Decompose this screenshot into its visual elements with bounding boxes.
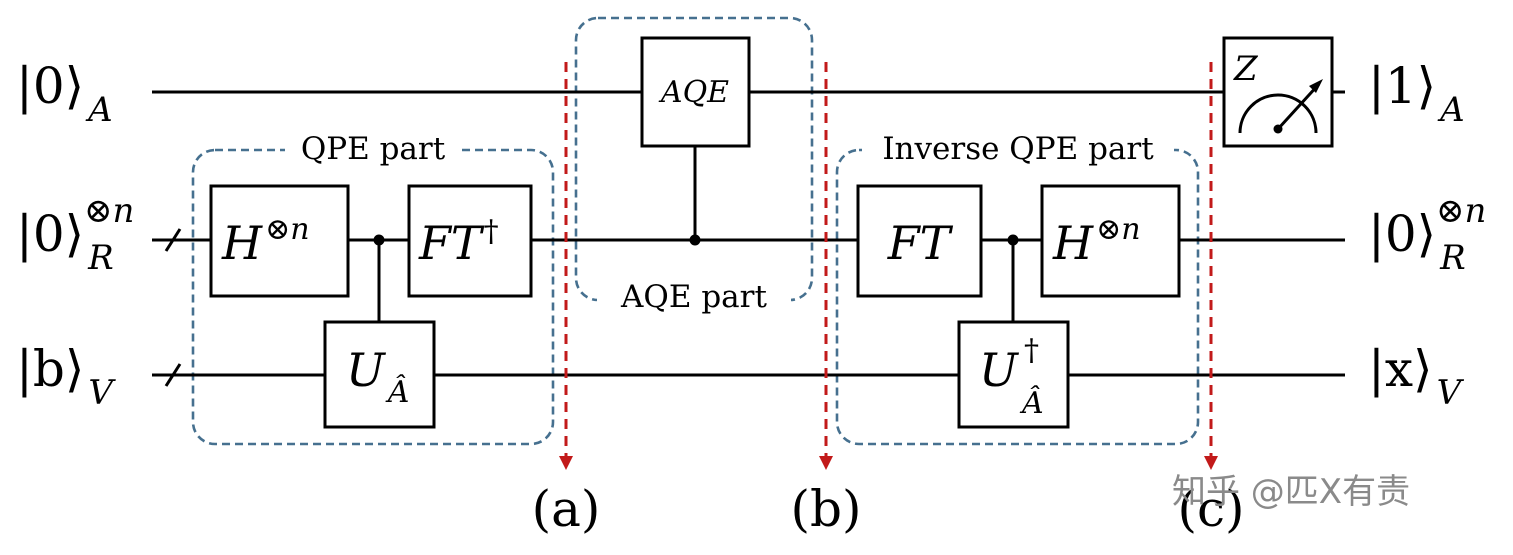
unitary-dagger-label: U	[979, 343, 1020, 397]
output-state-vector: |x⟩V	[1368, 340, 1465, 413]
output-state-register: |0⟩R	[1368, 205, 1466, 278]
input-state-vector: |b⟩V	[16, 340, 116, 413]
barrier-a-label: (a)	[532, 480, 601, 538]
inverse-qpe-label-bg	[862, 130, 1174, 166]
hadamard-in-label: H⊗n	[221, 212, 310, 270]
watermark: 知乎 @匹X有责	[1172, 472, 1410, 512]
meter-arc-icon	[1238, 93, 1318, 134]
meter-pivot-icon	[1273, 124, 1283, 134]
unitary-gate	[323, 320, 436, 429]
input-state-ancilla: |0⟩A	[16, 57, 113, 130]
qpe-group-label: QPE part	[301, 131, 446, 167]
output-state-ancilla: |1⟩A	[1368, 57, 1465, 130]
ft-label: FT	[887, 216, 954, 270]
input-state-register: |0⟩R	[16, 205, 114, 278]
barrier-b-arrowhead	[819, 456, 833, 470]
aqe-label-bg	[597, 278, 791, 316]
aqe-group-label: AQE part	[620, 279, 767, 315]
aqe-gate	[640, 36, 751, 148]
meter-arrowhead-icon	[1309, 79, 1323, 93]
hadamard-in-gate	[209, 184, 350, 298]
barrier-c-label: (c)	[1177, 480, 1244, 538]
aqe-group-border	[574, 16, 814, 302]
qpe-control-dot	[373, 234, 385, 246]
output-state-register-power: ⊗n	[1436, 191, 1486, 231]
inverse-qpe-control-dot	[1007, 234, 1019, 246]
input-state-register-power: ⊗n	[84, 191, 134, 231]
barrier-c-arrowhead	[1204, 456, 1218, 470]
inverse-qpe-group-label: Inverse QPE part	[882, 131, 1154, 167]
barrier-b-label: (b)	[790, 480, 861, 538]
unitary-dagger-gate	[957, 320, 1070, 429]
aqe-label: AQE	[658, 75, 729, 110]
qpe-label-bg	[285, 130, 461, 166]
aqe-control-dot	[689, 234, 701, 246]
register-slash	[164, 228, 182, 252]
ft-dagger-gate	[407, 184, 533, 298]
meter-needle-icon	[1276, 82, 1321, 131]
barrier-a-arrowhead	[559, 456, 573, 470]
ft-gate	[856, 184, 983, 298]
unitary-dagger-sup: †	[1024, 333, 1039, 368]
unitary-dagger-sub: Â	[1019, 385, 1044, 421]
measure-basis-label: Z	[1233, 49, 1259, 89]
hadamard-out-label: H⊗n	[1052, 212, 1141, 270]
hadamard-out-gate	[1040, 184, 1181, 298]
ft-dagger-label: FT†	[418, 214, 499, 270]
vector-slash	[164, 363, 182, 387]
